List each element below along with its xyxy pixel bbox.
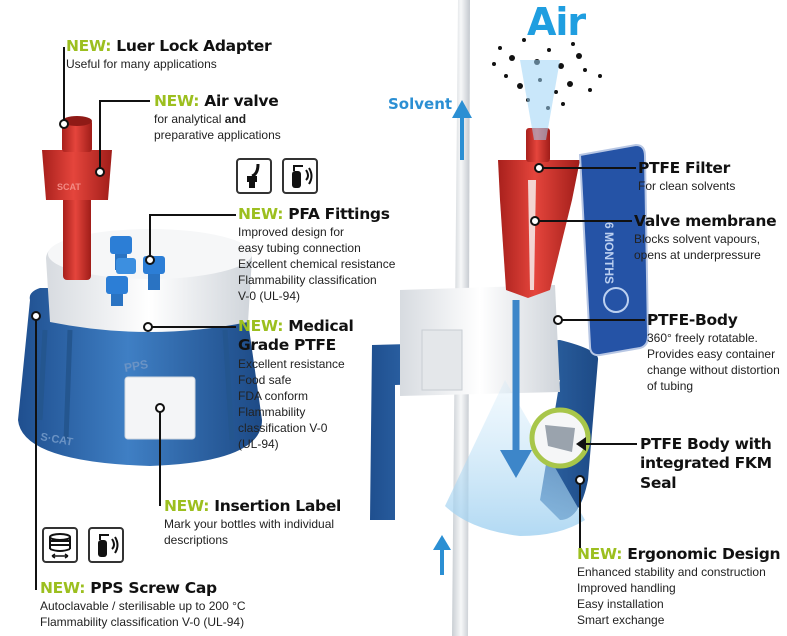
air-label: Air	[527, 0, 586, 44]
callout-title: PTFE Filter	[638, 159, 730, 177]
leader-lines	[35, 47, 645, 590]
callout-line: 360° freely rotatable.	[647, 331, 758, 346]
callout-title-line: integrated FKM	[640, 454, 772, 473]
callout-line: Smart exchange	[577, 613, 665, 628]
callout-line: Excellent resistance	[238, 356, 345, 371]
tubing-fitting-icon	[236, 158, 272, 194]
callout-line: Autoclavable / sterilisable up to 200 °C	[40, 599, 246, 614]
air-stream	[520, 60, 560, 140]
callout-title-line: Seal	[640, 473, 677, 492]
callout-emphasis: and	[224, 112, 247, 127]
callout-medical-ptfe: NEW: Medical Grade PTFE Excellent resist…	[238, 317, 354, 452]
leader-pfa	[149, 214, 236, 258]
callout-luer-lock: NEW: Luer Lock Adapter Useful for many a…	[66, 37, 272, 72]
callout-title-line2: Grade PTFE	[238, 336, 336, 355]
callout-line: Mark your bottles with individual	[164, 517, 335, 532]
callout-valve-membrane: Valve membrane Blocks solvent vapours, o…	[634, 212, 777, 263]
callout-line: easy tubing connection	[238, 241, 361, 256]
solvent-label: Solvent	[388, 95, 453, 113]
callout-line: Excellent chemical resistance	[238, 257, 396, 272]
callout-title: PFA Fittings	[288, 205, 390, 223]
valve-stem	[63, 190, 91, 280]
callout-air-valve: NEW: Air valve for analytical and prepar…	[154, 92, 281, 143]
screw-cap-icon	[42, 527, 78, 563]
callout-line: Flammability classification V-0 (UL-94)	[40, 615, 245, 630]
callout-line: (UL-94)	[238, 436, 279, 451]
label-card	[578, 143, 650, 357]
callout-pfa-fittings: NEW: PFA Fittings Improved design for ea…	[238, 205, 395, 304]
new-badge: NEW:	[164, 497, 210, 515]
callout-line: V-0 (UL-94)	[238, 289, 301, 304]
luer-tip-opening	[62, 116, 92, 126]
callout-line: Enhanced stability and construction	[577, 565, 766, 580]
callout-title: PTFE-Body	[647, 311, 738, 329]
label-card-ring	[603, 287, 629, 313]
callout-line: preparative applications	[154, 128, 281, 143]
callout-line: Flammability	[238, 404, 306, 419]
right-cutaway-assembly: 6 MONTHS	[370, 0, 650, 636]
callout-line: Flammability classification	[238, 273, 377, 288]
callout-ptfe-filter: PTFE Filter For clean solvents	[638, 159, 735, 194]
callout-line: descriptions	[164, 533, 229, 548]
fire-extinguisher-icon	[88, 527, 124, 563]
callout-title: Medical	[288, 317, 354, 335]
leader-airvalve	[99, 100, 150, 170]
flow-down-arrow-head	[500, 450, 532, 478]
callout-title: Insertion Label	[214, 497, 342, 515]
cap-engraving: PPS	[123, 357, 149, 375]
luer-tip	[62, 120, 92, 152]
fire-extinguisher-icon	[282, 158, 318, 194]
callout-line: Easy installation	[577, 597, 664, 612]
valve-body	[42, 150, 112, 200]
callout-title-line: PTFE Body with	[640, 435, 772, 453]
callout-line: FDA conform	[238, 388, 309, 403]
callout-line: for analytical	[154, 112, 225, 127]
callout-line: Useful for many applications	[66, 57, 217, 72]
callout-line: Blocks solvent vapours,	[634, 232, 761, 247]
thread-section	[421, 329, 463, 391]
callout-insertion-label: NEW: Insertion Label Mark your bottles w…	[164, 497, 341, 548]
callout-title: Ergonomic Design	[627, 545, 781, 563]
membrane-channel	[528, 180, 536, 290]
callout-line: Provides easy container	[647, 347, 776, 362]
label-card-text: 6 MONTHS	[602, 222, 616, 284]
callout-line: Food safe	[238, 372, 292, 387]
callout-ptfe-body: PTFE-Body 360° freely rotatable. Provide…	[647, 311, 780, 394]
callout-title: Air valve	[204, 92, 279, 110]
callout-line: classification V-0	[238, 420, 328, 435]
callout-line: Improved design for	[238, 225, 345, 240]
callout-line: change without distortion	[647, 363, 780, 378]
new-badge: NEW:	[577, 545, 623, 563]
cap-logo-engraving: S·CAT	[39, 431, 74, 449]
callout-line: of tubing	[647, 379, 694, 394]
new-badge: NEW:	[238, 205, 284, 223]
new-badge: NEW:	[154, 92, 200, 110]
callout-ergonomic-design: NEW: Ergonomic Design Enhanced stability…	[577, 545, 781, 628]
callout-title: PPS Screw Cap	[90, 579, 217, 597]
callout-line: For clean solvents	[638, 179, 736, 194]
bottom-arrow-head	[433, 535, 451, 550]
pfa-fitting-4	[116, 258, 136, 274]
pfa-fitting-3	[106, 276, 128, 306]
callout-title: Luer Lock Adapter	[116, 37, 272, 55]
callout-line: Improved handling	[577, 581, 676, 596]
callout-pps-screw-cap: NEW: PPS Screw Cap Autoclavable / steril…	[40, 579, 246, 630]
new-badge: NEW:	[40, 579, 86, 597]
valve-engraving: SCAT	[57, 182, 81, 192]
seal-detail	[545, 425, 575, 452]
callout-line: opens at underpressure	[634, 248, 761, 263]
callout-fkm-seal: PTFE Body with integrated FKM Seal	[640, 435, 772, 493]
new-badge: NEW:	[66, 37, 112, 55]
seal-arrow-head	[576, 437, 586, 451]
left-cap-assembly: PPS S·CAT SCAT	[18, 116, 262, 466]
cutaway-valve	[498, 160, 580, 298]
new-badge: NEW:	[238, 317, 284, 335]
solvent-arrow-head	[452, 100, 472, 118]
callout-title: Valve membrane	[634, 212, 777, 230]
leader-dots	[31, 119, 585, 485]
cap-ribs	[37, 329, 235, 441]
